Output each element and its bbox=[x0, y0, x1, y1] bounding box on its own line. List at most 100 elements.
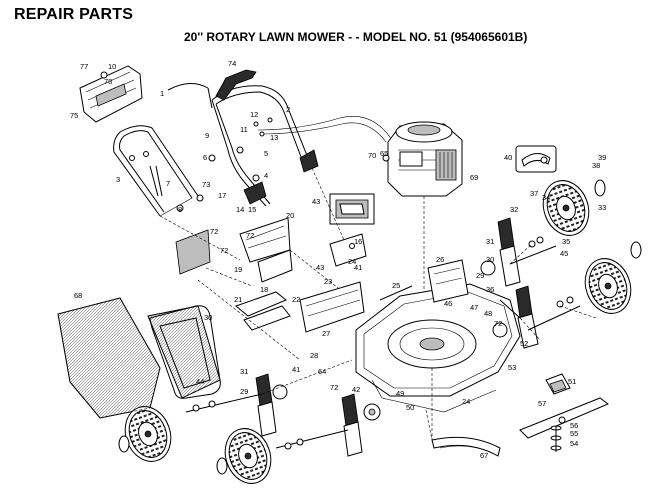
callout-32: 32 bbox=[510, 205, 518, 214]
callout-35: 35 bbox=[562, 237, 570, 246]
callout-41: 41 bbox=[292, 365, 300, 374]
callout-5: 5 bbox=[264, 149, 268, 158]
callout-31: 31 bbox=[486, 237, 494, 246]
callout-53: 53 bbox=[508, 363, 516, 372]
control-bar bbox=[167, 83, 213, 109]
callout-1: 1 bbox=[160, 89, 164, 98]
callout-67: 67 bbox=[480, 451, 488, 460]
callout-74: 74 bbox=[228, 59, 236, 68]
assembly-guides bbox=[99, 167, 597, 441]
wheel-left-front bbox=[216, 428, 272, 484]
callout-22: 22 bbox=[292, 295, 300, 304]
callout-3: 3 bbox=[116, 175, 120, 184]
callout-29: 29 bbox=[240, 387, 248, 396]
blade-adapter bbox=[545, 373, 571, 395]
callout-72: 72 bbox=[246, 231, 254, 240]
callout-23: 23 bbox=[324, 277, 332, 286]
callout-72: 72 bbox=[494, 319, 502, 328]
blade bbox=[519, 397, 609, 439]
callout-48: 48 bbox=[484, 309, 492, 318]
callout-10: 10 bbox=[108, 62, 116, 71]
callout-72: 72 bbox=[220, 246, 228, 255]
callout-43: 43 bbox=[316, 263, 324, 272]
callout-41: 41 bbox=[354, 263, 362, 272]
starter-rope bbox=[257, 116, 393, 143]
callout-15: 15 bbox=[248, 205, 256, 214]
callout-56: 56 bbox=[570, 421, 578, 430]
callout-20: 20 bbox=[286, 211, 294, 220]
callout-17: 17 bbox=[218, 191, 226, 200]
wheel-right-rear bbox=[542, 179, 606, 236]
callout-7: 7 bbox=[166, 179, 170, 188]
callout-16: 16 bbox=[354, 237, 362, 246]
callout-70: 70 bbox=[368, 151, 376, 160]
cable-74 bbox=[215, 69, 257, 101]
callout-78: 78 bbox=[104, 77, 112, 86]
height-adjuster-left-front bbox=[275, 393, 363, 457]
wheel-left-rear bbox=[118, 406, 172, 462]
grass-bag bbox=[57, 297, 221, 419]
callout-12: 12 bbox=[250, 110, 258, 119]
callout-30: 30 bbox=[486, 255, 494, 264]
callout-40: 40 bbox=[504, 153, 512, 162]
callout-52: 52 bbox=[520, 339, 528, 348]
deflector-73 bbox=[175, 229, 211, 275]
callout-50: 50 bbox=[406, 403, 414, 412]
callout-13: 13 bbox=[270, 133, 278, 142]
callout-2: 2 bbox=[286, 105, 290, 114]
callout-45: 45 bbox=[560, 249, 568, 258]
callout-43: 43 bbox=[312, 197, 320, 206]
callout-27: 27 bbox=[322, 329, 330, 338]
callout-51: 51 bbox=[568, 377, 576, 386]
callout-30: 30 bbox=[204, 313, 212, 322]
drive-housing bbox=[427, 259, 469, 303]
callout-44: 44 bbox=[196, 377, 204, 386]
callout-37: 37 bbox=[530, 189, 538, 198]
mower-deck bbox=[355, 283, 521, 440]
callout-72: 72 bbox=[330, 383, 338, 392]
height-adjuster-left-rear bbox=[185, 373, 277, 437]
cover-23 bbox=[329, 193, 375, 225]
control-panel bbox=[79, 65, 143, 123]
callout-68: 68 bbox=[74, 291, 82, 300]
callout-28: 28 bbox=[310, 351, 318, 360]
callout-33: 33 bbox=[598, 203, 606, 212]
spark-plug-boot bbox=[515, 145, 557, 173]
blade-bolt-stack bbox=[550, 425, 562, 452]
callout-72: 72 bbox=[210, 227, 218, 236]
callout-29: 29 bbox=[476, 271, 484, 280]
callout-75: 75 bbox=[70, 111, 78, 120]
handle-hardware bbox=[100, 71, 319, 212]
callout-47: 47 bbox=[470, 303, 478, 312]
callout-4: 4 bbox=[264, 171, 268, 180]
plate-22 bbox=[235, 291, 291, 331]
bracket-19 bbox=[239, 217, 293, 283]
page-title: REPAIR PARTS bbox=[14, 6, 134, 23]
baffle-51 bbox=[431, 436, 501, 457]
callout-36: 36 bbox=[486, 285, 494, 294]
height-adjuster-right-front bbox=[515, 285, 581, 349]
callout-49: 49 bbox=[396, 389, 404, 398]
callout-14: 14 bbox=[236, 205, 244, 214]
wheel-right-front bbox=[584, 241, 642, 314]
gear-sprocket-29 bbox=[272, 260, 508, 421]
callout-26: 26 bbox=[436, 255, 444, 264]
callout-73: 73 bbox=[202, 180, 210, 189]
callout-34: 34 bbox=[542, 193, 550, 202]
callout-8: 8 bbox=[178, 205, 182, 214]
model-subtitle: 20'' ROTARY LAWN MOWER - - MODEL NO. 51 … bbox=[184, 30, 528, 44]
callout-24: 24 bbox=[462, 397, 470, 406]
callout-25: 25 bbox=[392, 281, 400, 290]
bag-frame bbox=[149, 305, 221, 399]
callout-42: 42 bbox=[352, 385, 360, 394]
callout-6: 6 bbox=[203, 153, 207, 162]
callout-9: 9 bbox=[205, 131, 209, 140]
height-adjuster-right-rear bbox=[497, 217, 557, 287]
callout-55: 55 bbox=[570, 429, 578, 438]
callout-38: 38 bbox=[592, 161, 600, 170]
callout-19: 19 bbox=[234, 265, 242, 274]
rear-door-21 bbox=[299, 281, 365, 333]
